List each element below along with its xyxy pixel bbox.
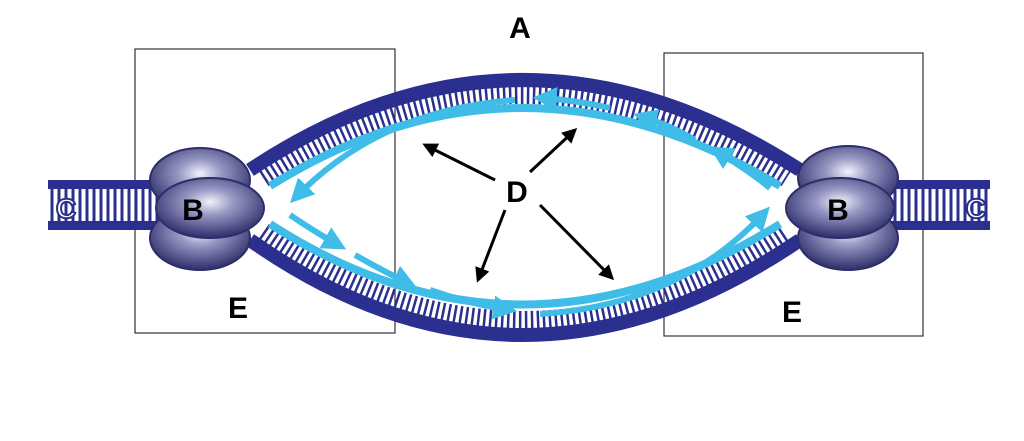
d-arrow-up-right [528, 127, 578, 174]
lagging-fragment-bottom-2 [353, 252, 417, 288]
parental-dna-left [48, 180, 168, 230]
leading-arrow-bottom [539, 206, 770, 317]
label-c-left: C [56, 193, 76, 224]
label-a: A [509, 12, 531, 45]
lagging-fragment-top-2 [633, 109, 697, 143]
label-b-right: B [827, 194, 849, 227]
helicase-right [785, 145, 899, 271]
top-strand-teeth [255, 80, 795, 187]
lagging-fragment-top-1 [532, 86, 611, 111]
d-arrows [422, 127, 615, 283]
label-d: D [506, 176, 528, 209]
bottom-strand-teeth [255, 224, 795, 335]
label-e-left: E [228, 292, 248, 325]
leading-arrow-top [289, 97, 516, 204]
d-arrow-up-left [422, 143, 496, 182]
label-b-left: B [182, 194, 204, 227]
label-c-right: C [966, 193, 986, 224]
d-arrow-down-left [475, 209, 507, 283]
top-new-strand [267, 104, 783, 190]
helicase-left [149, 147, 265, 271]
synthesis-arrows [288, 86, 772, 320]
lagging-fragment-bottom-3 [429, 287, 518, 320]
lagging-fragment-top-3 [708, 146, 772, 191]
lagging-fragment-bottom-1 [288, 212, 347, 250]
d-arrow-down-right [538, 203, 615, 281]
label-e-right: E [782, 296, 802, 329]
